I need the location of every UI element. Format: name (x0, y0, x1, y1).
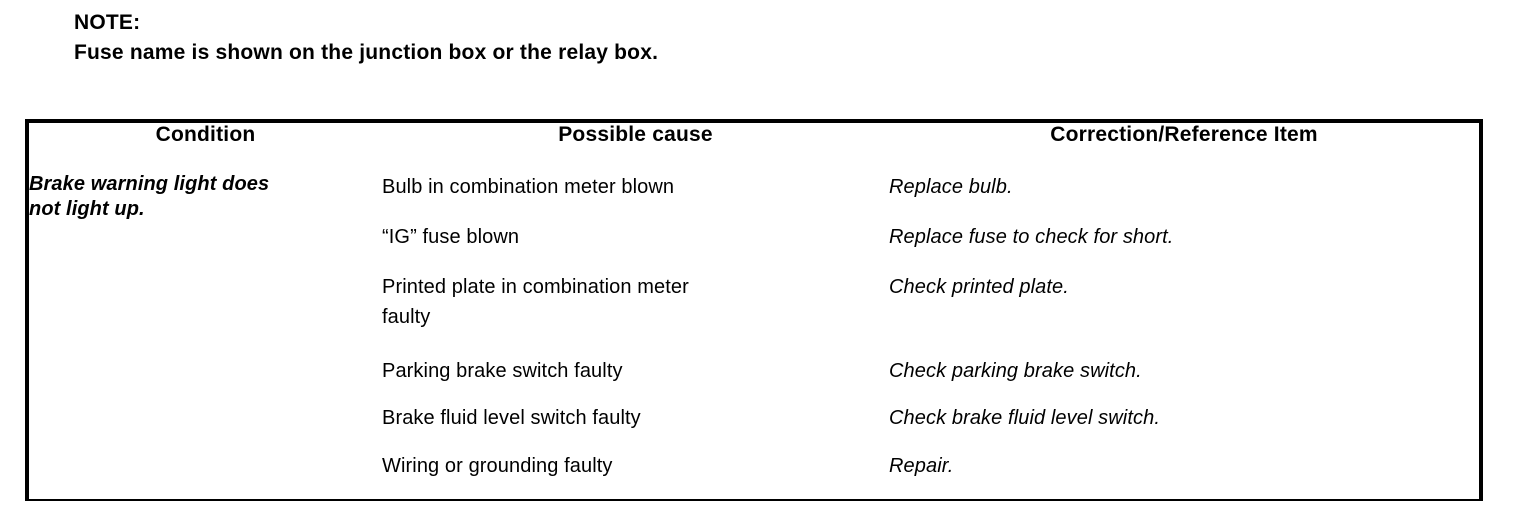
correction-cell: Check brake fluid level switch. (889, 403, 1479, 451)
correction-cell: Replace bulb. (889, 172, 1479, 222)
condition-cell: Brake warning light does not light up. (29, 172, 382, 499)
diagnosis-table: Condition Possible cause Correction/Refe… (29, 123, 1479, 499)
correction-cell: Check parking brake switch. (889, 356, 1479, 403)
note-text: Fuse name is shown on the junction box o… (74, 41, 659, 64)
cause-cell: “IG” fuse blown (382, 222, 889, 272)
cause-line-1: Printed plate in combination meter (382, 276, 689, 298)
condition-line-2: not light up. (29, 198, 145, 220)
table-header-row: Condition Possible cause Correction/Refe… (29, 123, 1479, 172)
correction-cell: Repair. (889, 451, 1479, 499)
table-row: Brake fluid level switch faulty Check br… (29, 403, 1479, 451)
correction-cell: Replace fuse to check for short. (889, 222, 1479, 272)
note-block: NOTE: Fuse name is shown on the junction… (74, 8, 1274, 68)
column-header-correction: Correction/Reference Item (889, 123, 1479, 172)
column-header-possible-cause: Possible cause (382, 123, 889, 172)
correction-cell: Check printed plate. (889, 272, 1479, 356)
diagnosis-table-wrapper: Condition Possible cause Correction/Refe… (25, 119, 1483, 501)
column-header-condition: Condition (29, 123, 382, 172)
table-row: Parking brake switch faulty Check parkin… (29, 356, 1479, 403)
table-row: Printed plate in combination meter fault… (29, 272, 1479, 356)
cause-cell: Printed plate in combination meter fault… (382, 272, 889, 356)
cause-cell: Wiring or grounding faulty (382, 451, 889, 499)
condition-line-1: Brake warning light does (29, 173, 270, 195)
table-row: Wiring or grounding faulty Repair. (29, 451, 1479, 499)
cause-line-2: faulty (382, 306, 431, 328)
cause-cell: Brake fluid level switch faulty (382, 403, 889, 451)
cause-cell: Bulb in combination meter blown (382, 172, 889, 222)
cause-cell: Parking brake switch faulty (382, 356, 889, 403)
note-title: NOTE: (74, 11, 141, 34)
table-row: Brake warning light does not light up. B… (29, 172, 1479, 499)
table-row: “IG” fuse blown Replace fuse to check fo… (29, 222, 1479, 272)
